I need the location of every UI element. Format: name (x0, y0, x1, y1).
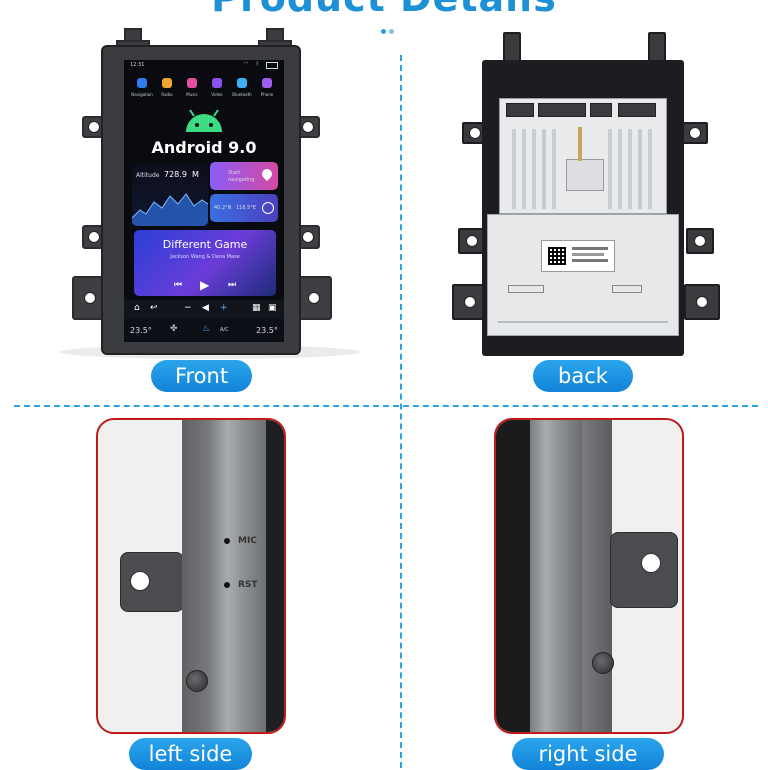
temperature-right[interactable]: 23.5° (256, 326, 278, 335)
left-side-closeup: MIC RST (96, 418, 286, 734)
nav-widget-text: Start navigating (228, 170, 255, 183)
navigation-icon (137, 78, 147, 88)
android-screen: 12:31 ◠ ᛒ Navigation Radio Music Video B… (124, 60, 284, 342)
apps-grid-icon[interactable]: ▦ (252, 303, 261, 313)
barcode-sticker (541, 240, 615, 272)
front-caption: Front (151, 360, 252, 392)
back-product-image (400, 0, 768, 400)
temperature-left[interactable]: 23.5° (130, 326, 152, 335)
battery-icon (266, 62, 278, 69)
page-title: Product Details (0, 0, 768, 20)
compass-icon (262, 202, 274, 214)
navigation-bar: ⌂ ↩ − ◀ + ▦ ▣ (124, 300, 284, 318)
os-version-label: Android 9.0 (151, 138, 257, 157)
fan-icon[interactable]: ✤ (170, 324, 178, 334)
music-icon (187, 78, 197, 88)
volume-up-icon[interactable]: + (220, 303, 228, 313)
front-product-image: 12:31 ◠ ᛒ Navigation Radio Music Video B… (0, 0, 400, 400)
back-icon[interactable]: ↩ (150, 303, 158, 313)
app-dock: Navigation Radio Music Video Bluetooth P… (130, 76, 280, 106)
gps-widget[interactable]: 40.2°N 116.5°E (210, 194, 278, 222)
android-logo-icon (186, 110, 222, 132)
altitude-widget[interactable]: Altitude 728.9 M (132, 164, 208, 226)
bluetooth-icon: ᛒ (256, 61, 260, 67)
horizontal-divider (14, 405, 758, 407)
status-time: 12:31 (130, 62, 145, 68)
phone-app[interactable]: Phone (255, 76, 279, 106)
altitude-graph (132, 193, 208, 226)
longitude-text: 116.5°E (236, 205, 256, 211)
bluetooth-app[interactable]: Bluetooth (230, 76, 254, 106)
right-side-caption: right side (512, 738, 664, 770)
altitude-unit: M (192, 170, 199, 179)
mic-label: MIC (238, 536, 257, 546)
right-side-closeup (494, 418, 684, 734)
altitude-value: 728.9 (164, 170, 187, 179)
music-app[interactable]: Music (180, 76, 204, 106)
home-icon[interactable]: ⌂ (134, 303, 140, 313)
song-title: Different Game (162, 238, 248, 251)
latitude-text: 40.2°N (214, 205, 232, 211)
reset-label: RST (238, 580, 258, 590)
heatsink-board (499, 98, 667, 214)
music-widget[interactable]: Different Game Jackson Wang & Dana Mase (134, 230, 276, 296)
volume-icon[interactable]: ◀ (202, 303, 209, 313)
mount-bracket (610, 532, 678, 608)
video-icon (212, 78, 222, 88)
metal-back-plate (487, 214, 679, 336)
reset-hole[interactable] (224, 582, 230, 588)
screw-icon (592, 652, 614, 674)
qr-code-icon (548, 247, 566, 265)
wifi-icon: ◠ (244, 61, 249, 67)
next-icon[interactable]: ⏭ (228, 280, 237, 290)
song-artist: Jackson Wang & Dana Mase (170, 254, 240, 260)
bluetooth-app-icon (237, 78, 247, 88)
radio-icon (162, 78, 172, 88)
ac-label[interactable]: A/C (220, 327, 229, 333)
navigation-widget[interactable]: Start navigating (210, 162, 278, 190)
left-side-caption: left side (129, 738, 252, 770)
title-decoration (376, 27, 426, 37)
mic-hole (224, 538, 230, 544)
mount-bracket (120, 552, 184, 612)
media-controls: ⏮ ▶ ⏭ (134, 276, 276, 298)
radio-app[interactable]: Radio (155, 76, 179, 106)
climate-bar: 23.5° ✤ ♨ A/C 23.5° (124, 318, 284, 342)
recents-icon[interactable]: ▣ (268, 303, 277, 313)
video-app[interactable]: Video (205, 76, 229, 106)
previous-icon[interactable]: ⏮ (174, 280, 183, 290)
altitude-label: Altitude (136, 172, 160, 179)
back-caption: back (533, 360, 633, 392)
seat-heat-icon[interactable]: ♨ (202, 324, 211, 334)
play-icon[interactable]: ▶ (200, 278, 210, 292)
screw-icon (186, 670, 208, 692)
navigation-app[interactable]: Navigation (130, 76, 154, 106)
volume-down-icon[interactable]: − (184, 303, 192, 313)
phone-icon (262, 78, 272, 88)
vertical-divider (400, 55, 402, 768)
